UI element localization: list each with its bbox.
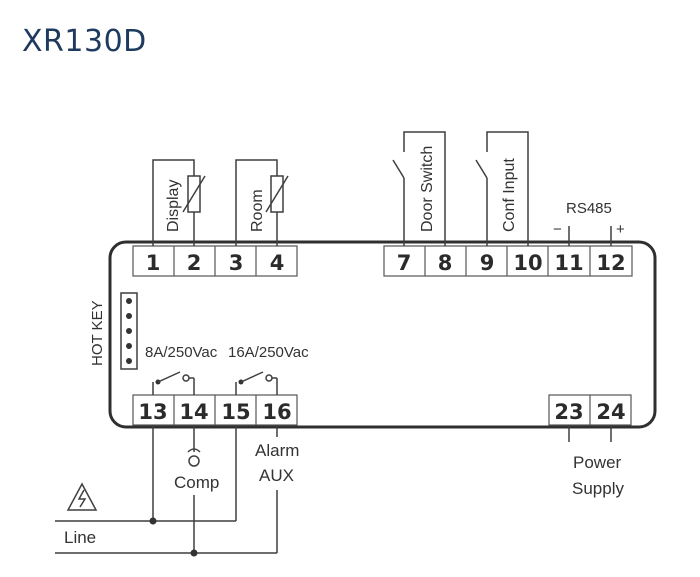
terminal-12: 12 xyxy=(596,251,625,275)
display-probe: Display xyxy=(152,159,206,246)
door-switch: Door Switch xyxy=(392,131,446,246)
terminal-15: 15 xyxy=(221,400,250,424)
line-label: Line xyxy=(64,528,96,547)
comp-label: Comp xyxy=(174,473,219,492)
display-label: Display xyxy=(165,180,182,232)
terminal-7: 7 xyxy=(397,251,412,275)
relay-contact-alarm xyxy=(235,371,278,395)
terminal-13: 13 xyxy=(138,400,167,424)
aux-label: AUX xyxy=(259,466,294,485)
hot-key-connector: HOT KEY xyxy=(89,292,138,370)
hot-key-connector-icon xyxy=(120,292,138,370)
rs485-plus: + xyxy=(616,221,625,238)
relay-contact-icon xyxy=(157,371,181,383)
page-title: XR130D xyxy=(22,24,147,59)
terminal-1: 1 xyxy=(146,251,161,275)
terminal-9: 9 xyxy=(480,251,495,275)
relay1-rating: 8A/250Vac xyxy=(145,344,218,361)
rs485-port: RS485 − + xyxy=(553,200,625,246)
alarm-label: Alarm xyxy=(255,441,299,460)
terminal-16: 16 xyxy=(262,400,291,424)
conf-input-label: Conf Input xyxy=(501,158,518,232)
terminal-8: 8 xyxy=(438,251,453,275)
terminal-11: 11 xyxy=(554,251,583,275)
warning-triangle-icon xyxy=(66,482,98,511)
terminal-23: 23 xyxy=(554,400,583,424)
room-label: Room xyxy=(249,189,266,232)
thermistor-icon xyxy=(182,175,206,213)
relay-contact-comp xyxy=(152,371,195,395)
terminal-4: 4 xyxy=(270,251,285,275)
terminal-10: 10 xyxy=(513,251,542,275)
rs485-label: RS485 xyxy=(566,200,612,217)
terminal-block-top-right xyxy=(383,245,633,277)
room-probe: Room xyxy=(235,159,289,246)
relay-contact-icon xyxy=(240,371,264,383)
switch-icon xyxy=(475,159,488,179)
switch-icon xyxy=(392,159,405,179)
compressor-icon xyxy=(187,443,201,467)
controller-body xyxy=(108,240,657,429)
terminal-14: 14 xyxy=(179,400,208,424)
terminal-24: 24 xyxy=(596,400,625,424)
rs485-minus: − xyxy=(553,221,562,238)
door-switch-label: Door Switch xyxy=(419,146,436,232)
terminal-2: 2 xyxy=(187,251,202,275)
terminal-3: 3 xyxy=(229,251,244,275)
conf-input: Conf Input xyxy=(475,131,529,246)
thermistor-icon xyxy=(265,175,289,213)
power-label: Power xyxy=(573,453,622,472)
supply-label: Supply xyxy=(572,479,624,498)
hot-key-label: HOT KEY xyxy=(89,300,106,366)
relay2-rating: 16A/250Vac xyxy=(228,344,309,361)
